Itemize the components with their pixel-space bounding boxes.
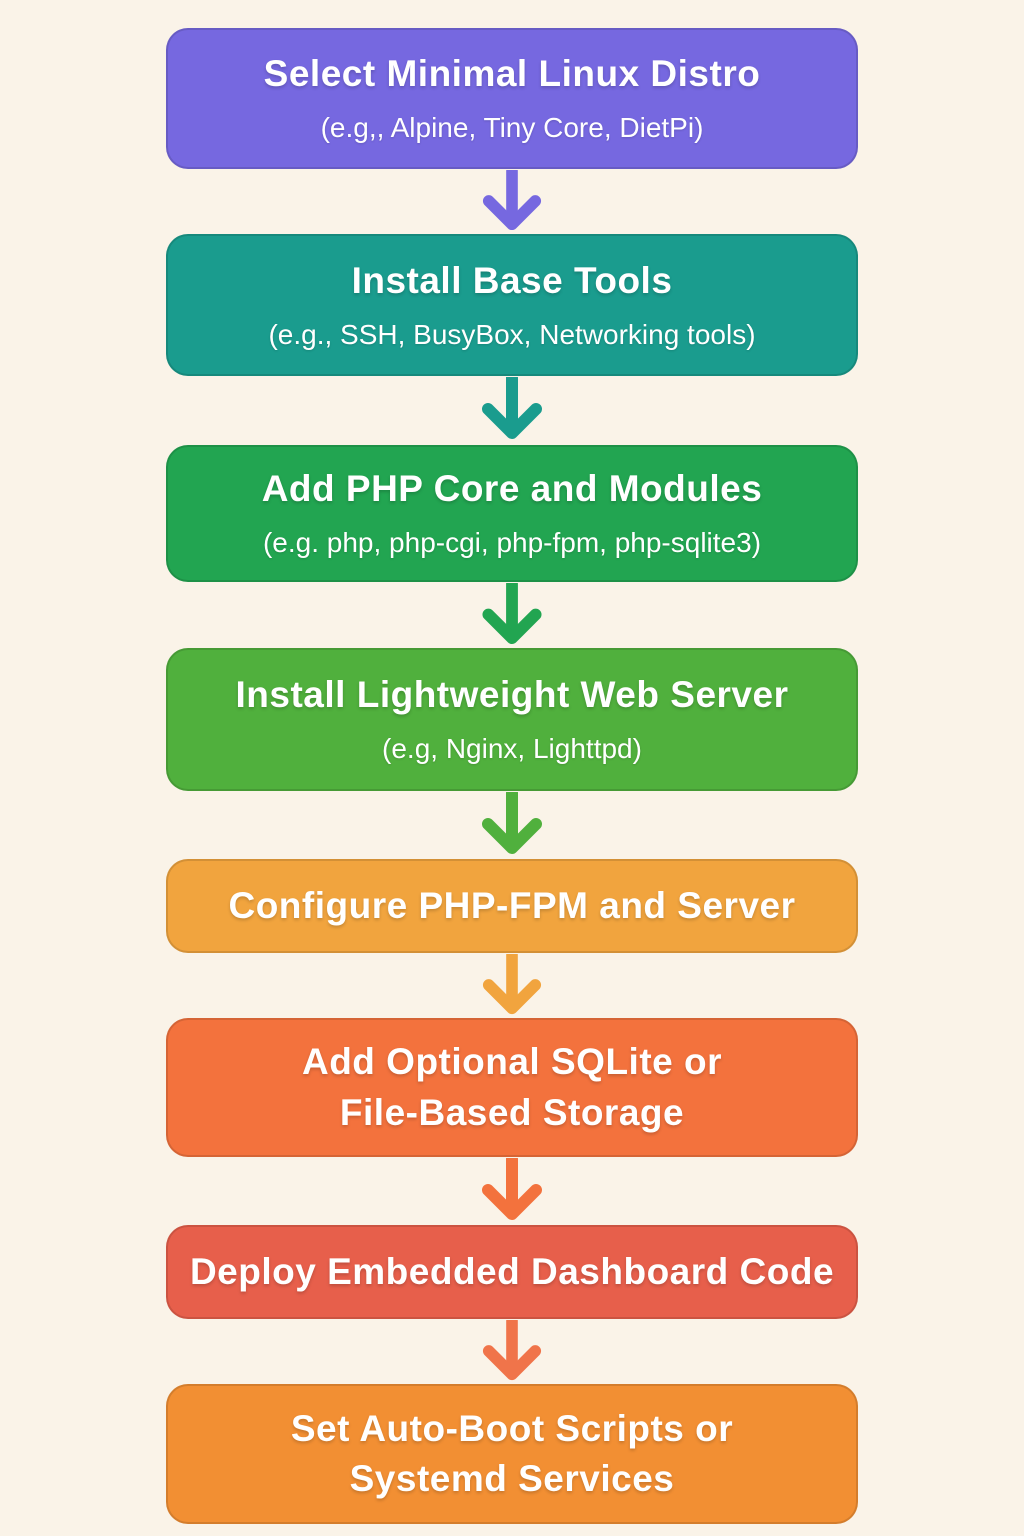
step-add-php-core-modules: Add PHP Core and Modules (e.g. php, php-…	[166, 445, 858, 582]
step-title-line2: Systemd Services	[349, 1458, 675, 1499]
step-title: Install Base Tools	[351, 259, 673, 301]
step-subtitle: (e.g., SSH, BusyBox, Networking tools)	[268, 318, 756, 350]
step-title-line2: File-Based Storage	[339, 1091, 685, 1133]
step-title: Add PHP Core and Modules	[261, 468, 763, 509]
step-subtitle: (e.g, Nginx, Lighttpd)	[382, 733, 642, 765]
step-select-minimal-linux-distro: Select Minimal Linux Distro (e.g,, Alpin…	[166, 28, 858, 169]
step-title-line1: Set Auto-Boot Scripts or	[290, 1407, 734, 1449]
step-subtitle: (e.g. php, php-cgi, php-fpm, php-sqlite3…	[262, 527, 762, 559]
flow-arrow-down-icon	[472, 1320, 552, 1382]
step-install-base-tools: Install Base Tools (e.g., SSH, BusyBox, …	[166, 234, 858, 376]
flow-arrow-down-icon	[472, 583, 552, 646]
step-title: Configure PHP-FPM and Server	[228, 884, 796, 926]
flow-arrow-down-icon	[472, 1158, 552, 1222]
flow-arrow-down-icon	[472, 954, 552, 1016]
step-deploy-dashboard-code: Deploy Embedded Dashboard Code	[166, 1225, 858, 1319]
flow-arrow-down-icon	[472, 170, 552, 232]
step-subtitle: (e.g,, Alpine, Tiny Core, DietPi)	[320, 112, 704, 144]
step-title-line1: Add Optional SQLite or	[301, 1041, 723, 1083]
flow-arrow-down-icon	[472, 792, 552, 856]
step-install-lightweight-web-server: Install Lightweight Web Server (e.g, Ngi…	[166, 648, 858, 791]
step-title: Install Lightweight Web Server	[235, 674, 789, 715]
step-configure-php-fpm-server: Configure PHP-FPM and Server	[166, 859, 858, 953]
flow-arrow-down-icon	[472, 377, 552, 441]
step-title: Select Minimal Linux Distro	[263, 53, 761, 94]
step-title: Deploy Embedded Dashboard Code	[189, 1250, 835, 1292]
step-add-sqlite-storage: Add Optional SQLite or File-Based Storag…	[166, 1018, 858, 1157]
step-set-autoboot-systemd: Set Auto-Boot Scripts or Systemd Service…	[166, 1384, 858, 1524]
